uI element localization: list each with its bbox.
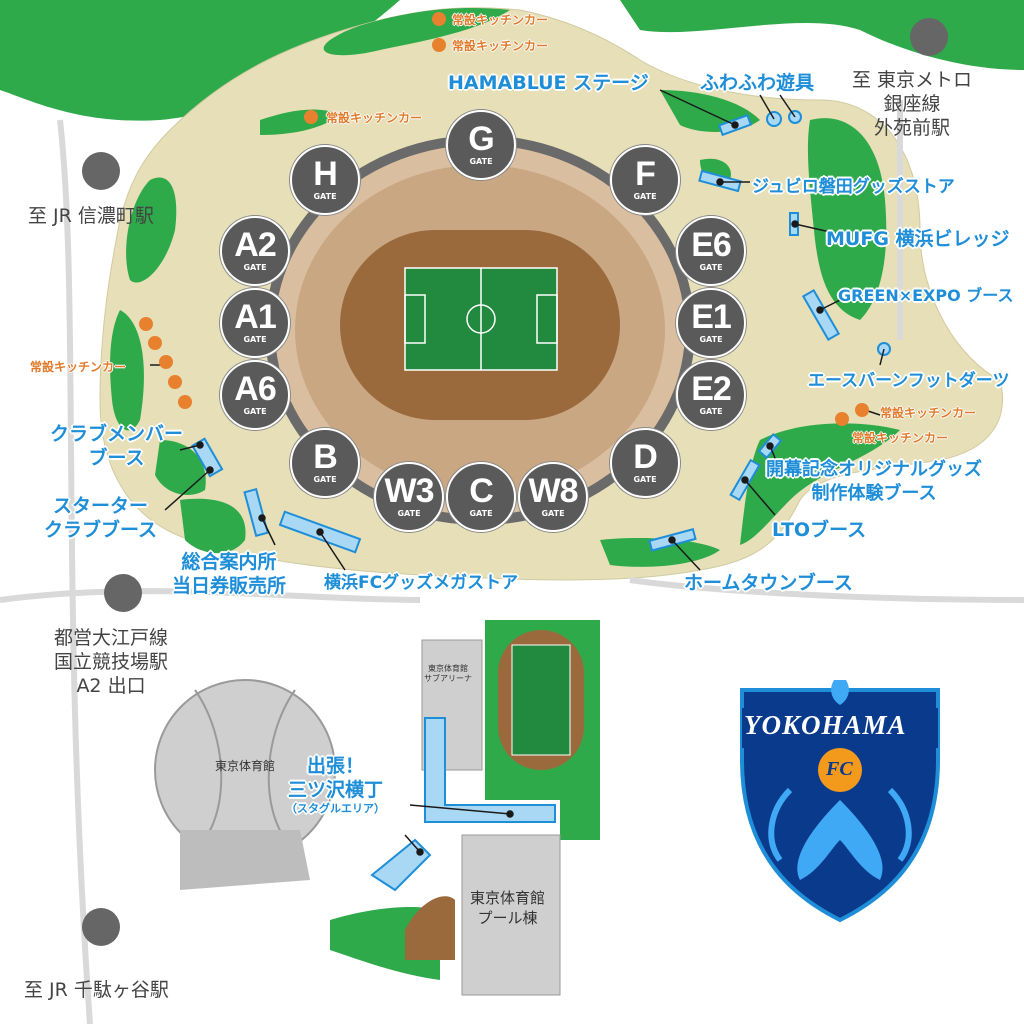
- building-label-gym: 東京体育館: [215, 759, 276, 773]
- booth-label-ace-burn: エースバーンフットダーツ: [808, 371, 1010, 391]
- building-label-sub-arena: 東京体育館 サブアリーナ: [424, 664, 472, 683]
- logo-text: YOKOHAMA: [744, 710, 907, 740]
- grass-patch: [807, 118, 887, 320]
- building-label-pool: 東京体育館 プール棟: [470, 889, 546, 927]
- grass-patch: [155, 440, 206, 495]
- pool-building: [461, 834, 561, 996]
- gym-annex: [180, 830, 310, 890]
- gate-label: E6: [691, 226, 732, 264]
- kitchen-car-label: 常設キッチンカー: [852, 431, 949, 445]
- booth-label-hamablue-stage: HAMABLUE ステージ: [448, 72, 649, 94]
- station-label-sendagaya: 至 JR 千駄ヶ谷駅: [24, 979, 169, 1001]
- booth-label-megastore: 横浜FCグッズメガストア: [324, 573, 519, 593]
- footpath: [0, 588, 421, 603]
- gate-label: W8: [528, 472, 579, 510]
- kitchen-car-label: 常設キッチンカー: [30, 360, 127, 374]
- booth-label-lto: LTOブース: [772, 519, 867, 541]
- logo-fc: FC: [826, 758, 853, 780]
- gate-label: H: [313, 155, 338, 193]
- booth-label-fuwafuwa: ふわふわ遊具: [700, 72, 815, 94]
- kitchen-car-label: 常設キッチンカー: [452, 39, 549, 53]
- gate-label: W3: [384, 472, 435, 510]
- gate-label: A2: [234, 226, 276, 264]
- station-label-shinanomachi: 至 JR 信濃町駅: [28, 205, 154, 227]
- booth-label-clubmember: クラブメンバー ブース: [50, 423, 184, 469]
- gate-label: E2: [691, 370, 732, 408]
- kitchen-car-dots: [139, 12, 869, 426]
- grass-patch: [260, 109, 340, 135]
- grass-patch: [126, 177, 177, 283]
- booth-label-starter: スターター クラブブース: [44, 495, 158, 541]
- kitchen-car-label: 常設キッチンカー: [326, 111, 423, 125]
- leader-lines: [150, 89, 885, 856]
- booth-label-mitsuzawa: 出張！ 三ツ沢横丁 （スタグルエリア）: [286, 755, 385, 815]
- train-icon: [82, 908, 120, 946]
- booth-circles: [766, 110, 891, 356]
- gate-label: G: [468, 120, 494, 158]
- mitsuzawa-booth-area: [370, 838, 432, 892]
- booth-label-info: 総合案内所 当日券販売所: [172, 551, 287, 597]
- booth-label-opening-goods: 開幕記念オリジナルグッズ 制作体験ブース: [766, 459, 982, 504]
- station-label-oedo: 都営大江戸線 国立競技場駅 A2 出口: [54, 627, 169, 697]
- train-icon: [104, 574, 142, 612]
- gate-label: B: [313, 438, 338, 476]
- gate-label: A6: [234, 370, 276, 408]
- footpath: [57, 119, 93, 1024]
- train-icon: [910, 18, 948, 56]
- gate-label: F: [635, 155, 656, 193]
- booth-label-hometown: ホームタウンブース: [684, 572, 853, 594]
- booth-label-mufg: MUFG 横浜ビレッジ: [826, 228, 1010, 250]
- grass-patch: [740, 423, 900, 545]
- gate-label: C: [469, 472, 494, 510]
- gate-label: A1: [234, 298, 276, 336]
- station-label-gaienmae: 至 東京メトロ 銀座線 外苑前駅: [852, 69, 973, 139]
- gate-label: E1: [691, 298, 732, 336]
- mitsuzawa-booth-area: [424, 717, 556, 823]
- kitchen-car-label: 常設キッチンカー: [452, 13, 549, 27]
- booth-label-green-expo: GREEN×EXPO ブース: [838, 286, 1014, 305]
- grass-patch: [110, 310, 144, 431]
- footpath: [629, 577, 1024, 603]
- booth-label-jubilo: ジュビロ磐田グッズストア: [752, 177, 955, 197]
- kitchen-car-label: 常設キッチンカー: [880, 406, 977, 420]
- park-green-area: [0, 0, 400, 121]
- grass-patch: [323, 8, 510, 56]
- train-icon: [82, 152, 120, 190]
- gate-label: D: [633, 438, 658, 476]
- grass-patch: [180, 498, 246, 554]
